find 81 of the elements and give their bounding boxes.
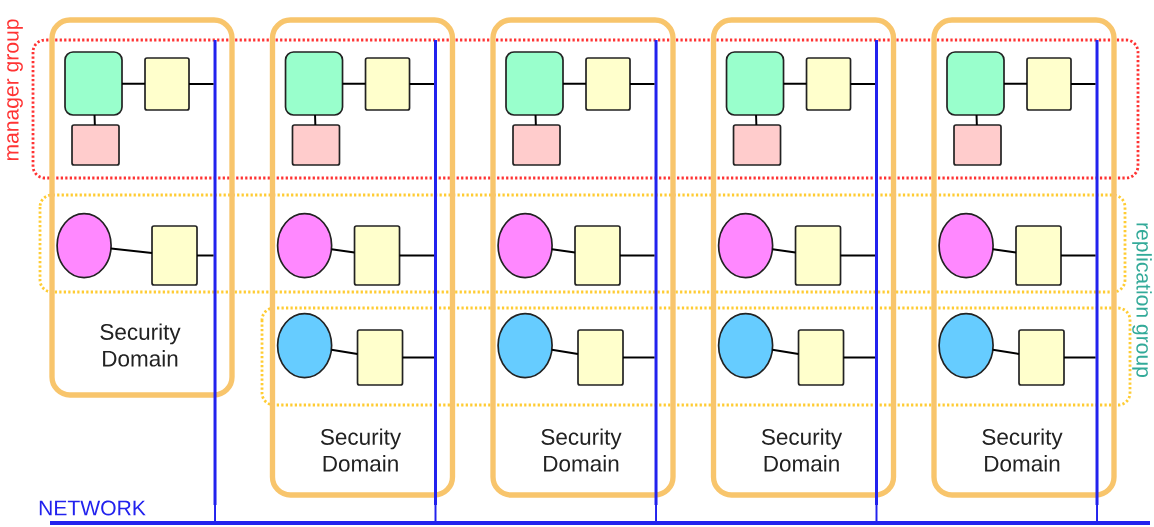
small-box <box>577 329 624 386</box>
small-box <box>71 124 120 166</box>
circle-node <box>497 312 553 379</box>
network-label: NETWORK <box>39 500 146 516</box>
connector-line <box>562 82 587 85</box>
rounded-box <box>505 51 564 116</box>
connector-line <box>975 114 978 126</box>
connector-line <box>622 356 656 359</box>
group-label: manager group <box>7 19 23 161</box>
small-box <box>574 225 621 286</box>
connector-line <box>550 248 576 254</box>
small-box <box>512 124 561 166</box>
circle-node <box>56 212 112 279</box>
connector-line <box>1003 82 1028 85</box>
small-box <box>585 57 631 111</box>
connector-line <box>755 114 758 126</box>
small-box <box>1018 329 1065 386</box>
connector-line <box>629 83 656 85</box>
circle-node <box>497 212 553 279</box>
small-box <box>732 124 782 166</box>
connector-line <box>214 504 216 522</box>
bus-line <box>213 40 217 505</box>
connector-line <box>991 348 1020 355</box>
connector-line <box>398 254 435 257</box>
connector-line <box>619 254 656 257</box>
circle-node <box>938 312 994 379</box>
network-line <box>39 500 1150 525</box>
small-box <box>953 124 1002 166</box>
connector-line <box>771 248 797 254</box>
rounded-box <box>64 51 123 116</box>
security-domain-box: Security Domain <box>490 17 676 498</box>
connector-line <box>401 356 435 359</box>
connector-line <box>314 114 317 126</box>
circle-node <box>938 212 994 279</box>
connector-line <box>1063 356 1097 359</box>
connector-line <box>121 82 146 85</box>
connector-line <box>771 348 800 355</box>
rounded-box <box>284 51 344 116</box>
small-box <box>356 329 404 386</box>
security-domain-box: Security Domain <box>49 17 235 398</box>
small-box <box>1015 225 1062 286</box>
connector-line <box>839 254 876 257</box>
small-box <box>291 124 341 166</box>
small-box <box>797 329 845 386</box>
connector-line <box>550 348 579 355</box>
circle-node <box>717 312 774 379</box>
connector-line <box>93 114 96 126</box>
connector-line <box>782 82 808 85</box>
small-box <box>151 225 198 286</box>
circle-node <box>276 212 333 279</box>
connector-line <box>341 82 367 85</box>
small-box <box>805 57 852 111</box>
connector-line <box>434 504 437 522</box>
small-box <box>144 57 190 111</box>
connector-line <box>842 356 876 359</box>
small-box <box>794 225 842 286</box>
circle-node <box>276 312 333 379</box>
connector-line <box>875 504 878 522</box>
security-domain-box: Security Domain <box>269 17 456 498</box>
connector-line <box>534 114 537 126</box>
connector-line <box>330 248 356 254</box>
rounded-box <box>946 51 1005 116</box>
rounded-box <box>725 51 785 116</box>
connector-line <box>849 83 876 85</box>
connector-line <box>1070 83 1097 85</box>
group-label: replication group <box>1132 223 1152 377</box>
connector-line <box>330 348 359 355</box>
security-domain-box: Security Domain <box>931 17 1117 498</box>
connector-line <box>1096 504 1098 522</box>
connector-line <box>408 83 435 85</box>
small-box <box>364 57 411 111</box>
small-box <box>1026 57 1072 111</box>
connector-line <box>188 83 215 85</box>
circle-node <box>717 212 774 279</box>
connector-line <box>110 247 153 255</box>
connector-line <box>655 504 657 522</box>
connector-line <box>196 254 215 257</box>
small-box <box>353 225 401 286</box>
connector-line <box>991 248 1017 254</box>
connector-line <box>1060 254 1097 257</box>
security-domain-box: Security Domain <box>710 17 897 498</box>
